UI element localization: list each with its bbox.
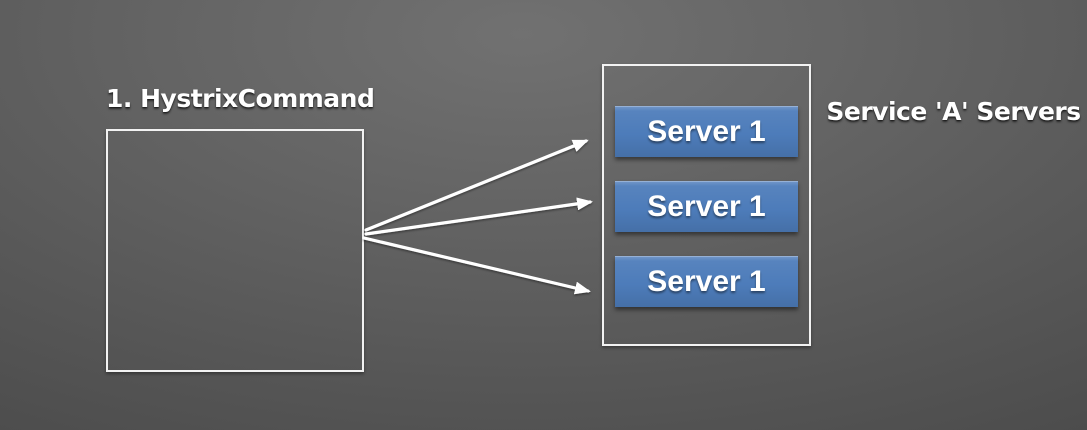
hystrix-command-box (106, 129, 364, 372)
server-box-3: Server 1 (615, 256, 798, 307)
server-box-2-label: Server 1 (647, 189, 766, 223)
server-box-2: Server 1 (615, 181, 798, 232)
arrow-to-server-2 (364, 197, 593, 236)
server-box-3-label: Server 1 (647, 264, 766, 298)
server-box-1-label: Server 1 (647, 114, 766, 148)
hystrix-command-label: 1. HystrixCommand (106, 84, 375, 113)
server-box-1: Server 1 (615, 106, 798, 157)
arrow-to-server-3 (362, 236, 591, 295)
arrow-to-server-1 (364, 139, 589, 232)
service-a-servers-label: Service 'A' Servers (826, 97, 1081, 126)
service-a-server-group-box: Server 1 Server 1 Server 1 (602, 64, 811, 346)
